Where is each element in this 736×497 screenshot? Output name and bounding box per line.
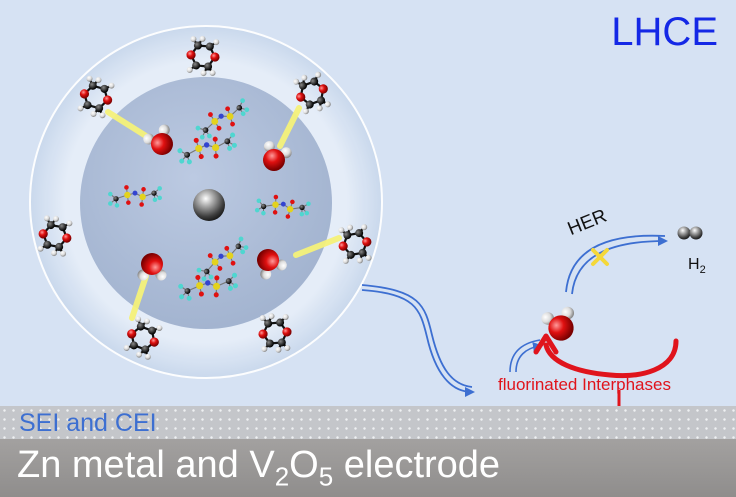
lhce-label: LHCE — [611, 10, 718, 54]
electrode-label-part3: electrode — [333, 444, 501, 486]
hydrogen-label: H2 — [688, 256, 706, 276]
electrode-label-part2: O — [289, 444, 319, 486]
sei-cei-layer — [0, 406, 736, 439]
hydrogen-label-base: H — [688, 256, 700, 273]
red-curved-arrow — [533, 333, 679, 379]
hydrogen-label-subscript: 2 — [699, 264, 706, 277]
zinc-ion-icon — [193, 189, 225, 221]
fluorinated-interphases-label: fluorinated Interphases — [498, 375, 671, 394]
hydrogen-molecule-icon — [677, 226, 703, 240]
sei-cei-label: SEI and CEI — [19, 409, 157, 437]
electrode-label-sub1: 2 — [274, 461, 290, 492]
her-pathway-arrow — [565, 234, 668, 295]
coordination-bonds — [105, 105, 342, 321]
cross-mark-icon — [591, 248, 609, 266]
electrode-layer — [0, 439, 736, 497]
electrode-label-part1: Zn metal and V — [17, 444, 275, 486]
electrode-label-sub2: 5 — [318, 461, 334, 492]
approach-arrow — [509, 339, 543, 373]
electrode-label: Zn metal and V2O5 electrode — [17, 444, 500, 493]
transfer-arrow — [361, 284, 475, 397]
